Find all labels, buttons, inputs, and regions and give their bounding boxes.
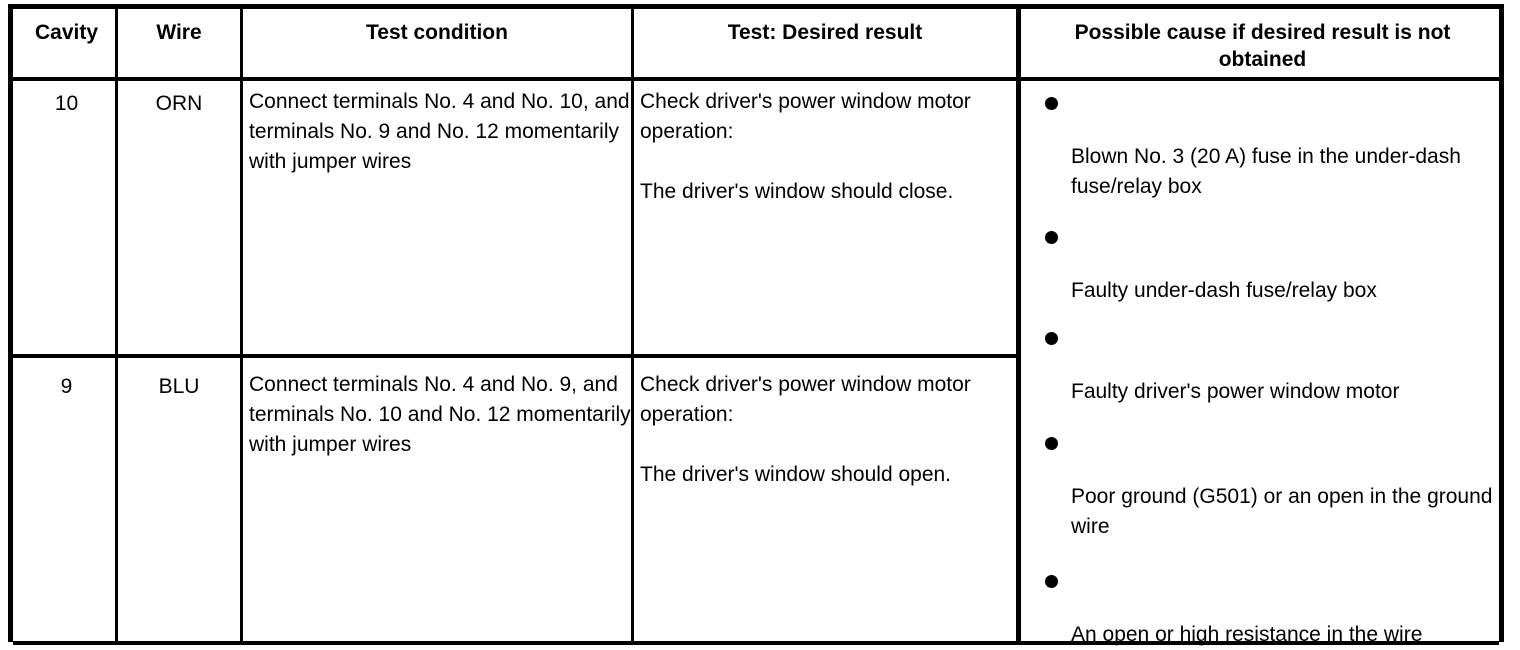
diagnostic-table: Cavity Wire Test condition Test: Desired…: [8, 4, 1504, 646]
cell-wire: ORN: [118, 89, 240, 119]
column-divider-condition-desired: [631, 9, 634, 642]
desired-result-detail: The driver's window should close.: [640, 180, 954, 203]
possible-cause-text: Faulty under-dash fuse/relay box: [1071, 279, 1377, 302]
possible-cause-text: Blown No. 3 (20 A) fuse in the under-das…: [1071, 145, 1461, 198]
cell-cavity-value: 10: [54, 92, 79, 115]
cell-cavity-value: 9: [60, 375, 73, 398]
column-header-test-condition: Test condition: [243, 13, 631, 75]
column-divider-wire-condition: [240, 9, 243, 642]
column-header-wire: Wire: [118, 13, 240, 75]
column-header-desired-result-label: Test: Desired result: [727, 21, 923, 44]
column-header-test-condition-label: Test condition: [366, 21, 508, 44]
row-divider: [13, 354, 1021, 358]
table-row: 9: [18, 372, 115, 402]
table-row: 10: [18, 89, 115, 119]
column-header-possible-cause-line2: obtained: [1218, 48, 1307, 71]
possible-cause-text: An open or high resistance in the wire: [1071, 623, 1423, 646]
bullet-icon: [1045, 231, 1058, 244]
possible-cause-text: Poor ground (G501) or an open in the gro…: [1071, 485, 1493, 538]
column-header-possible-cause-line1: Possible cause if desired result is not: [1074, 21, 1451, 44]
column-header-wire-label: Wire: [156, 21, 202, 44]
bullet-icon: [1045, 97, 1058, 110]
cell-possible-causes: Blown No. 3 (20 A) fuse in the under-das…: [1021, 83, 1509, 646]
possible-cause-text: Faulty driver's power window motor: [1071, 380, 1400, 403]
bullet-icon: [1045, 437, 1058, 450]
column-header-possible-cause: Possible cause if desired result is not …: [1021, 13, 1504, 75]
table-bottom-border: [13, 641, 1499, 645]
column-header-cavity-label: Cavity: [34, 21, 99, 44]
cell-test-condition: Connect terminals No. 4 and No. 10, and …: [245, 87, 637, 177]
cell-wire-value: ORN: [155, 92, 203, 115]
cell-test-condition-text: Connect terminals No. 4 and No. 9, and t…: [249, 373, 631, 456]
column-header-cavity: Cavity: [18, 13, 115, 75]
bullet-icon: [1045, 575, 1058, 588]
desired-result-intro: Check driver's power window motor operat…: [640, 373, 971, 426]
desired-result-detail: The driver's window should open.: [640, 463, 952, 486]
bullet-icon: [1045, 332, 1058, 345]
desired-result-intro: Check driver's power window motor operat…: [640, 90, 971, 143]
column-header-desired-result: Test: Desired result: [634, 13, 1016, 75]
cell-desired-result: Check driver's power window motor operat…: [636, 87, 1022, 207]
cell-test-condition: Connect terminals No. 4 and No. 9, and t…: [245, 370, 637, 460]
cell-test-condition-text: Connect terminals No. 4 and No. 10, and …: [249, 90, 630, 173]
column-divider-desired-cause: [1016, 9, 1021, 642]
cell-desired-result: Check driver's power window motor operat…: [636, 370, 1022, 490]
header-row-divider: [13, 77, 1499, 81]
cell-wire: BLU: [118, 372, 240, 402]
column-divider-cavity-wire: [115, 9, 118, 642]
cell-wire-value: BLU: [158, 375, 200, 398]
